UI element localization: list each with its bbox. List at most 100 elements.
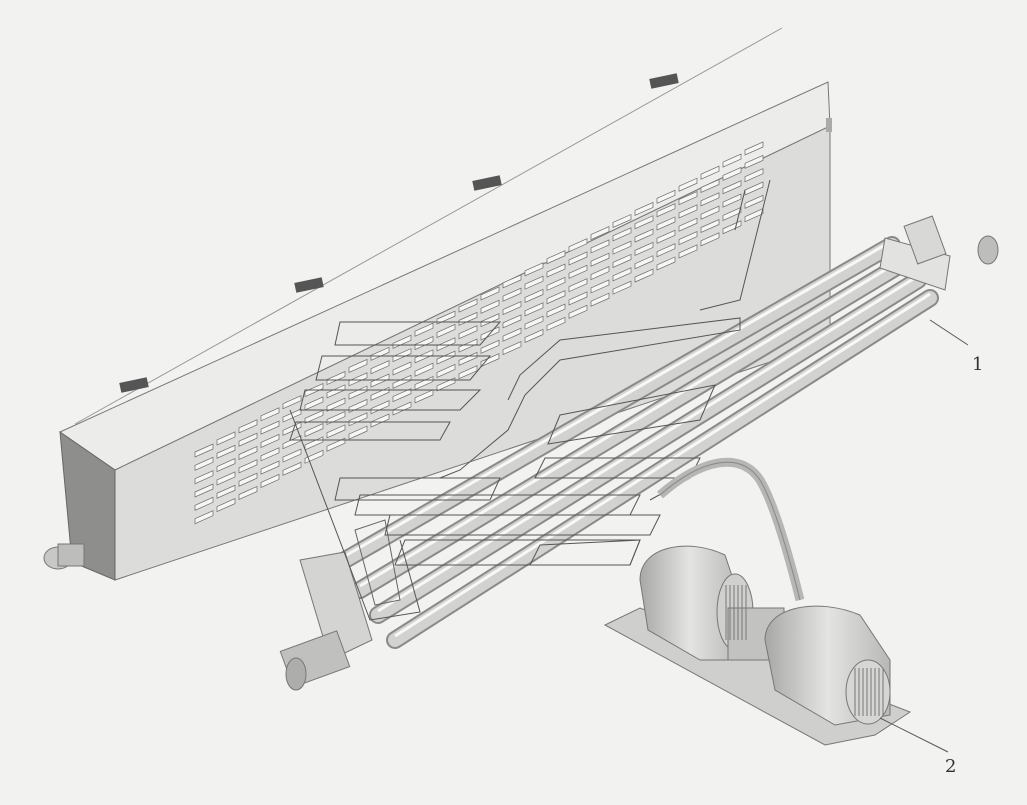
grille-slot bbox=[590, 239, 610, 254]
grille-slot bbox=[656, 243, 676, 258]
grille-slot bbox=[634, 215, 654, 230]
grille-slot bbox=[194, 483, 214, 498]
grille-slot bbox=[590, 252, 610, 267]
grille-slot bbox=[304, 396, 324, 411]
grille-slot bbox=[194, 443, 214, 458]
mounting-clip bbox=[472, 175, 502, 191]
grille-slot bbox=[678, 177, 698, 192]
grille-slot bbox=[326, 410, 346, 426]
grille-slot bbox=[744, 168, 764, 183]
mounting-clip bbox=[119, 377, 149, 393]
grille-slot bbox=[260, 420, 280, 435]
heater-housing bbox=[43, 27, 832, 581]
grille-slot bbox=[370, 413, 390, 428]
grille-slot bbox=[546, 263, 566, 278]
grille-slot bbox=[656, 229, 676, 244]
grille-slot bbox=[546, 303, 566, 318]
grille-slot bbox=[304, 423, 324, 438]
grille-slot bbox=[568, 238, 588, 253]
grille-slot bbox=[612, 280, 632, 295]
heater-core-tube-highlight bbox=[344, 239, 893, 558]
grille-slot bbox=[194, 456, 214, 471]
grille-slot bbox=[480, 286, 500, 301]
grille-slot bbox=[348, 412, 368, 427]
blower-connection-hose-edge bbox=[659, 461, 801, 601]
grille-slot bbox=[480, 313, 500, 328]
grille-slot bbox=[678, 231, 698, 246]
grille-slot bbox=[722, 166, 742, 181]
grille-slot bbox=[678, 217, 698, 232]
heater-core bbox=[279, 215, 999, 691]
grille-slot bbox=[348, 372, 368, 387]
blower-unit bbox=[603, 457, 912, 746]
grille-slot bbox=[700, 165, 720, 180]
grille-slot bbox=[612, 227, 632, 242]
grille-slot bbox=[722, 206, 742, 221]
grille-slot bbox=[678, 204, 698, 219]
grille-slot bbox=[392, 348, 412, 363]
grille-slot bbox=[612, 213, 632, 229]
mounting-clip bbox=[649, 73, 679, 89]
blower-fan-blades bbox=[725, 585, 884, 716]
grille-slot bbox=[480, 299, 500, 314]
callout-1-label: 1 bbox=[972, 354, 983, 375]
grille-slot bbox=[194, 496, 214, 511]
grille-slot bbox=[678, 244, 698, 259]
housing-end-cap bbox=[59, 430, 116, 581]
grille-slot bbox=[326, 437, 346, 452]
heater-core-outlet-pipe bbox=[977, 235, 999, 265]
grille-slot bbox=[546, 250, 566, 265]
grille-slot bbox=[216, 431, 236, 446]
grille-slot bbox=[282, 395, 302, 410]
grille-slot bbox=[458, 325, 478, 340]
grille-slot bbox=[392, 401, 412, 416]
grille-slot bbox=[656, 216, 676, 231]
grille-slot bbox=[414, 322, 434, 337]
grille-slot bbox=[260, 447, 280, 462]
grille-slot bbox=[216, 498, 236, 513]
callout-1: 1 bbox=[929, 319, 983, 375]
grille-slot bbox=[326, 424, 346, 439]
grille-slot bbox=[238, 445, 258, 461]
heater-core-tube-highlight bbox=[394, 292, 931, 638]
grille-slot bbox=[502, 287, 522, 302]
heater-core-right-tank bbox=[903, 215, 947, 265]
grille-slot bbox=[436, 337, 456, 352]
heater-core-tube bbox=[388, 291, 937, 647]
grille-slot bbox=[502, 341, 522, 356]
grille-slot bbox=[524, 315, 544, 330]
grille-slot bbox=[458, 298, 478, 313]
grille-slot bbox=[546, 276, 566, 291]
callout-2-leader bbox=[879, 717, 949, 753]
grille-slot bbox=[656, 189, 676, 204]
grille-slot bbox=[744, 194, 764, 209]
grille-slot bbox=[612, 267, 632, 282]
grille-slot bbox=[568, 291, 588, 306]
mounting-clip bbox=[294, 277, 324, 293]
grille-slot bbox=[370, 373, 390, 388]
callout-2: 2 bbox=[879, 717, 956, 777]
housing-outlet-stub bbox=[826, 118, 832, 132]
grille-slot bbox=[744, 154, 764, 169]
heater-core-bracket bbox=[354, 519, 401, 606]
overlay-outline bbox=[289, 179, 771, 621]
grille-slot bbox=[634, 255, 654, 270]
grille-slot bbox=[700, 192, 720, 207]
grille-slot bbox=[194, 510, 214, 525]
grille-slot bbox=[282, 448, 302, 463]
housing-inlet-pipe-body bbox=[57, 543, 85, 567]
grille-slot bbox=[502, 314, 522, 329]
grille-slot bbox=[238, 472, 258, 487]
grille-slot bbox=[634, 268, 654, 283]
grille-slot bbox=[216, 444, 236, 459]
grille-slot bbox=[326, 370, 346, 386]
heater-core-tube-highlight bbox=[377, 274, 919, 613]
grille-slot bbox=[370, 360, 390, 375]
grille-slot bbox=[480, 353, 500, 368]
grille-slot bbox=[700, 205, 720, 220]
grille-slot bbox=[414, 335, 434, 351]
grille-slot bbox=[634, 241, 654, 256]
grille-slot bbox=[370, 346, 390, 361]
grille-slot bbox=[458, 365, 478, 380]
